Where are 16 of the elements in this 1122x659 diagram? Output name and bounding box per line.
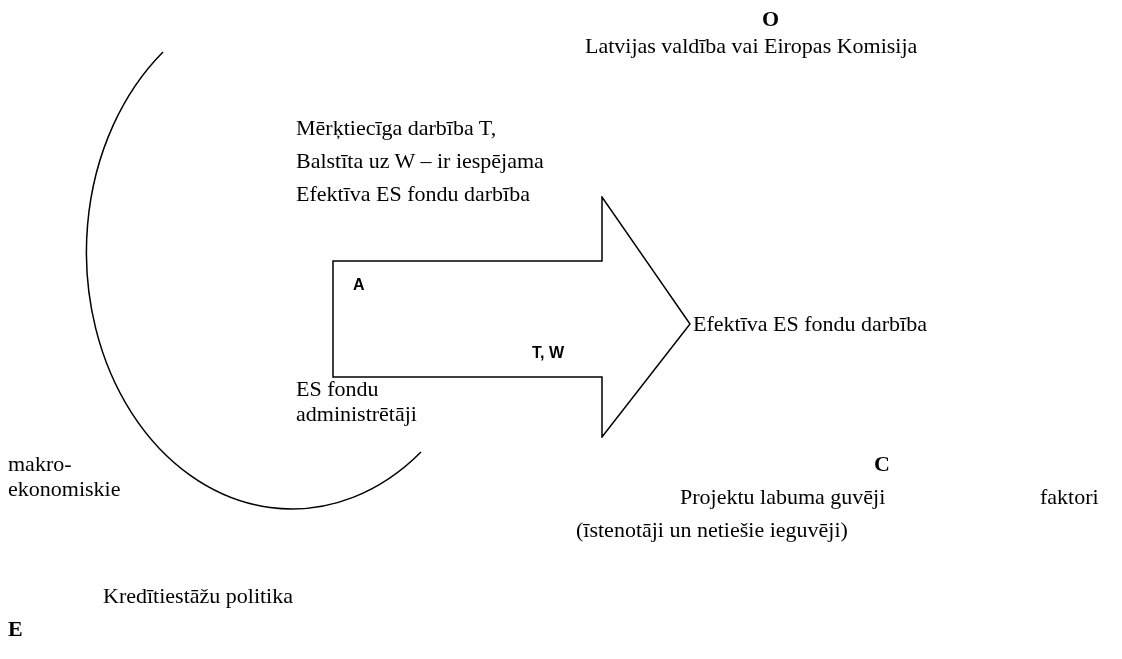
arrow-label: T, W xyxy=(532,344,564,362)
section-letter: O xyxy=(762,6,780,31)
text-label: ES fondu administrētāji xyxy=(296,376,418,426)
text-label: Efektīva ES fondu darbība xyxy=(296,181,530,206)
text-label: (īstenotāji un netiešie ieguvēji) xyxy=(576,517,848,542)
text-label: makro- ekonomiskie xyxy=(8,451,122,501)
section-letter: C xyxy=(874,451,890,476)
text-label: Balstīta uz W – ir iespējama xyxy=(296,148,544,173)
text-label: Efektīva ES fondu darbība xyxy=(693,311,927,336)
text-label: Projektu labuma guvēji xyxy=(680,484,886,509)
text-label: faktori xyxy=(1040,484,1099,509)
arrow-label: A xyxy=(353,276,365,294)
text-label: Mērķtiecīga darbība T, xyxy=(296,115,497,140)
text-label: Latvijas valdība vai Eiropas Komisija xyxy=(585,33,918,58)
text-label: Kredītiestāžu politika xyxy=(103,583,293,608)
section-letter: E xyxy=(8,616,23,641)
